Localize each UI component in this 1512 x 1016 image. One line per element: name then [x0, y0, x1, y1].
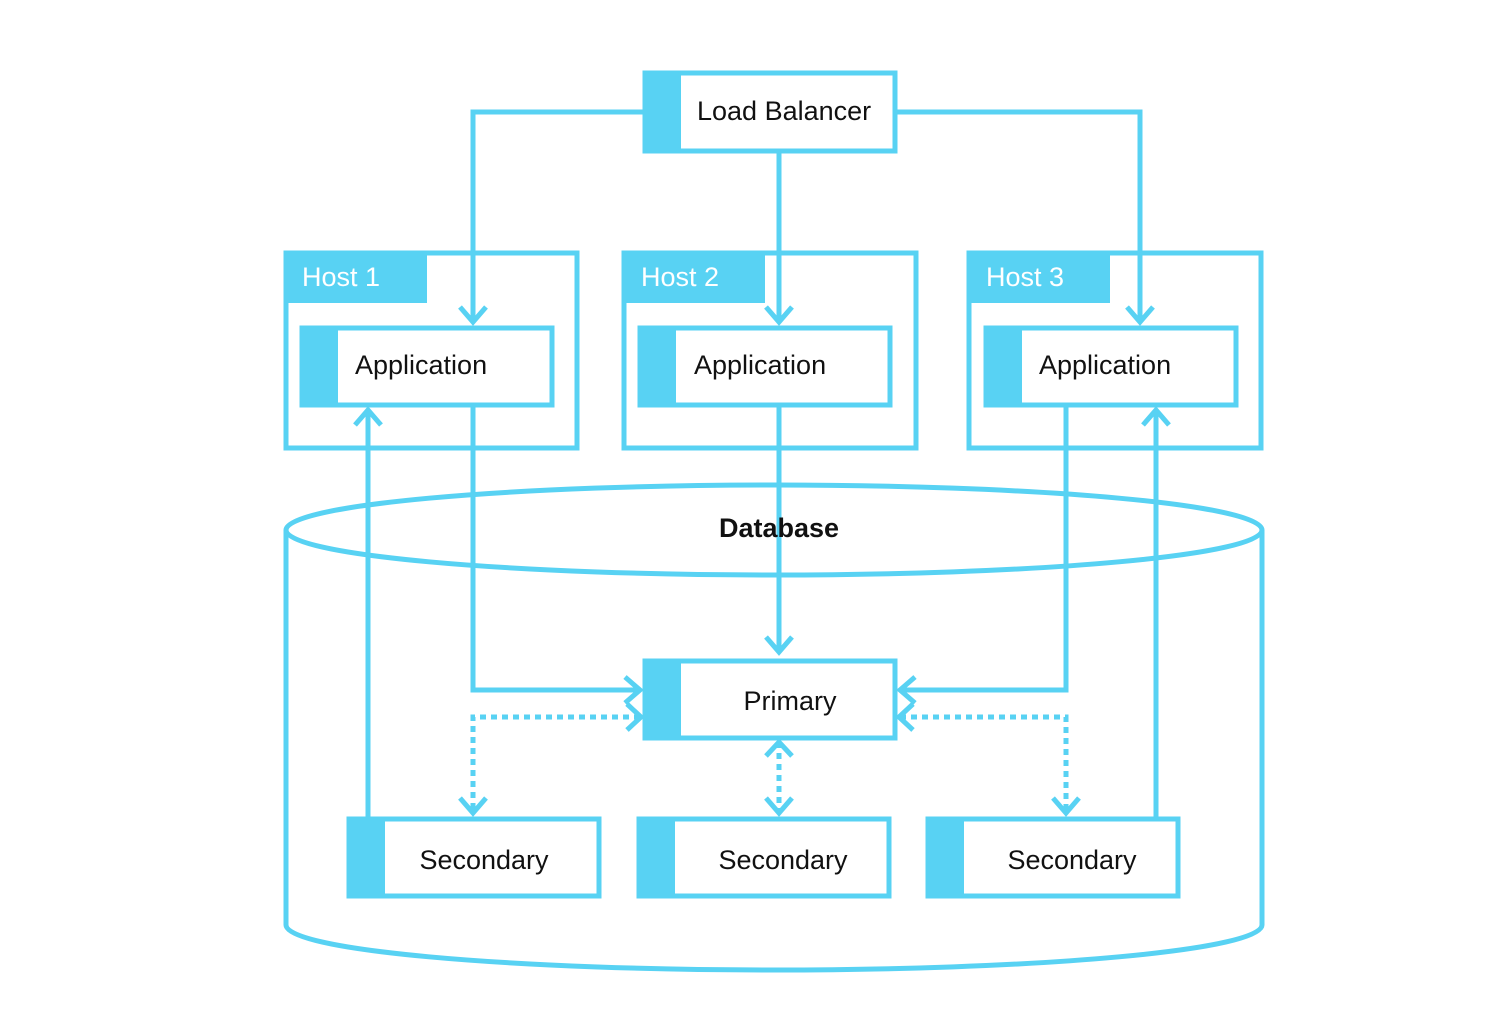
secondary-1-label: Secondary — [419, 845, 549, 875]
host-1-label: Host 1 — [302, 262, 380, 292]
secondary-box-1: Secondary — [346, 816, 602, 899]
application-3-label: Application — [1039, 350, 1171, 380]
replication-connectors — [458, 702, 1081, 817]
secondary-box-2: Secondary — [636, 816, 892, 899]
app-db-connectors — [353, 405, 1171, 819]
application-box-3: Application — [983, 325, 1239, 408]
secondary-3-label: Secondary — [1007, 845, 1137, 875]
host-1: Host 1 — [283, 250, 580, 451]
host-2: Host 2 — [621, 250, 919, 451]
primary-box: Primary — [642, 658, 898, 741]
secondary-box-3: Secondary — [925, 816, 1181, 899]
application-2-label: Application — [694, 350, 826, 380]
secondary-2-label: Secondary — [718, 845, 848, 875]
application-box-2: Application — [637, 325, 893, 408]
primary-label: Primary — [744, 686, 837, 716]
host-2-label: Host 2 — [641, 262, 719, 292]
database-label: Database — [719, 513, 839, 543]
load-balancer-box: Load Balancer — [642, 70, 898, 154]
application-box-1: Application — [299, 325, 555, 408]
host-3: Host 3 — [966, 250, 1264, 451]
load-balancer-label: Load Balancer — [697, 96, 871, 126]
database-cylinder — [283, 482, 1265, 973]
application-1-label: Application — [355, 350, 487, 380]
host-3-label: Host 3 — [986, 262, 1064, 292]
